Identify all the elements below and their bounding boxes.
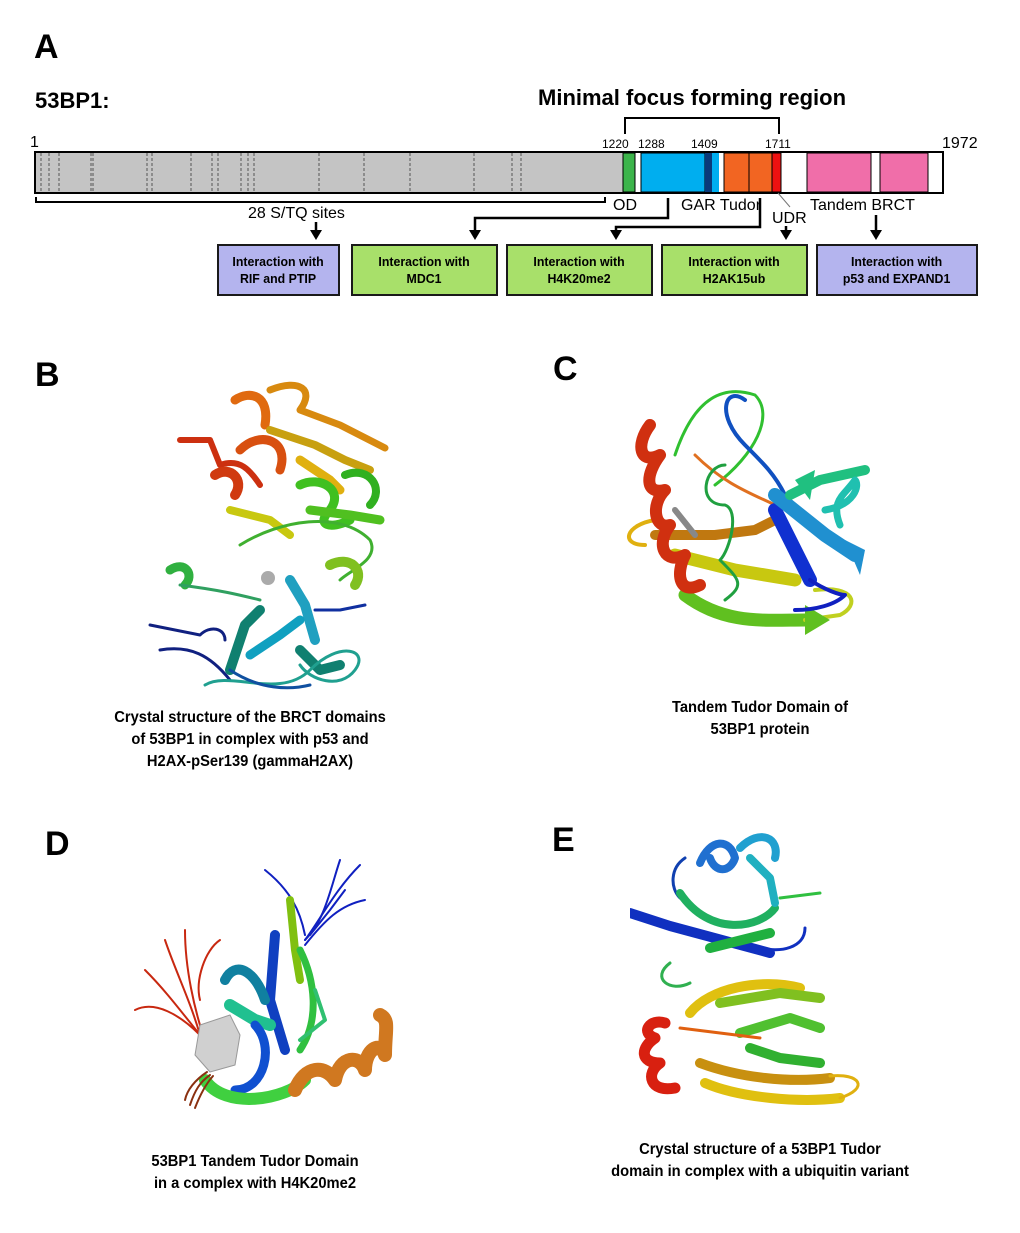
end-position: 1972: [942, 135, 978, 152]
label-tandem-brct: Tandem BRCT: [810, 197, 915, 214]
caption-line: Crystal structure of a 53BP1 Tudor: [639, 1141, 881, 1158]
interaction-line2: H4K20me2: [547, 271, 612, 286]
domain-map: 1 1220 1288 1409 1711 1972 OD GAR Tudor …: [30, 117, 978, 240]
label-gar-tudor: GAR Tudor: [681, 197, 762, 214]
domain-gar: [640, 152, 706, 193]
arrow-stq: [310, 230, 322, 240]
interaction-line1: Interaction with: [851, 254, 943, 269]
position-1288: 1288: [638, 137, 665, 151]
caption-line: Crystal structure of the BRCT domains: [114, 709, 386, 726]
tudor-ubiquitin-structure-image: [630, 833, 860, 1105]
protein-label: 53BP1:: [35, 88, 110, 113]
caption-line: Tandem Tudor Domain of: [671, 699, 849, 716]
interaction-box-p53-expand1: Interaction with p53 and EXPAND1: [816, 244, 978, 296]
domain-brct-1: [806, 152, 872, 193]
domain-tudor-1: [723, 152, 750, 193]
interaction-line1: Interaction with: [688, 254, 781, 269]
domain-gar-dark: [705, 153, 712, 192]
position-1220: 1220: [602, 137, 629, 151]
panel-letter-e: E: [552, 821, 575, 859]
caption-line: of 53BP1 in complex with p53 and: [131, 731, 369, 748]
domain-tudor-2: [748, 152, 773, 193]
start-position: 1: [30, 134, 39, 151]
domain-brct-2: [879, 152, 929, 193]
label-udr: UDR: [772, 210, 807, 227]
caption-b: Crystal structure of the BRCT domains of…: [94, 707, 407, 773]
interaction-line1: Interaction with: [232, 254, 325, 269]
interaction-line2: MDC1: [406, 271, 443, 286]
minimal-region-bracket: [624, 117, 780, 134]
caption-e: Crystal structure of a 53BP1 Tudor domai…: [590, 1139, 930, 1183]
interaction-line2: p53 and EXPAND1: [843, 271, 951, 286]
tandem-tudor-structure-image: [627, 390, 870, 635]
interaction-line2: RIF and PTIP: [240, 271, 317, 286]
arrow-tudor: [610, 230, 622, 240]
position-1409: 1409: [691, 137, 718, 151]
brct-structure-image: [148, 381, 389, 690]
panel-letter-b: B: [35, 356, 60, 394]
caption-line: in a complex with H4K20me2: [153, 1175, 357, 1192]
interaction-line2: H2AK15ub: [703, 271, 766, 286]
domain-od: [622, 152, 636, 193]
sq-tq-site-markers: [40, 153, 522, 192]
arrow-brct: [870, 230, 882, 240]
panel-letter-d: D: [45, 825, 70, 863]
position-1711: 1711: [765, 137, 791, 151]
minimal-region-title: Minimal focus forming region: [538, 85, 847, 110]
domain-stq-region: [36, 153, 623, 192]
caption-c: Tandem Tudor Domain of 53BP1 protein: [613, 697, 907, 741]
label-od: OD: [613, 197, 637, 214]
caption-line: domain in complex with a ubiquitin varia…: [611, 1163, 909, 1180]
interaction-line1: Interaction with: [533, 254, 626, 269]
caption-line: 53BP1 Tandem Tudor Domain: [151, 1153, 359, 1170]
stq-bracket: [35, 197, 606, 203]
domain-udr: [771, 152, 782, 193]
label-stq-sites: 28 S/TQ sites: [248, 205, 345, 222]
arrow-udr: [780, 230, 792, 240]
caption-line: 53BP1 protein: [710, 721, 810, 738]
domain-gar-tail: [712, 153, 719, 192]
panel-letter-c: C: [553, 350, 578, 388]
caption-d: 53BP1 Tandem Tudor Domain in a complex w…: [108, 1151, 402, 1195]
caption-line: H2AX-pSer139 (gammaH2AX): [146, 753, 354, 770]
udr-pointer: [777, 192, 791, 208]
panel-letter-a: A: [34, 28, 59, 66]
interaction-line1: Interaction with: [378, 254, 471, 269]
tudor-h4k20me2-structure-image: [134, 859, 394, 1109]
arrow-od: [469, 230, 481, 240]
